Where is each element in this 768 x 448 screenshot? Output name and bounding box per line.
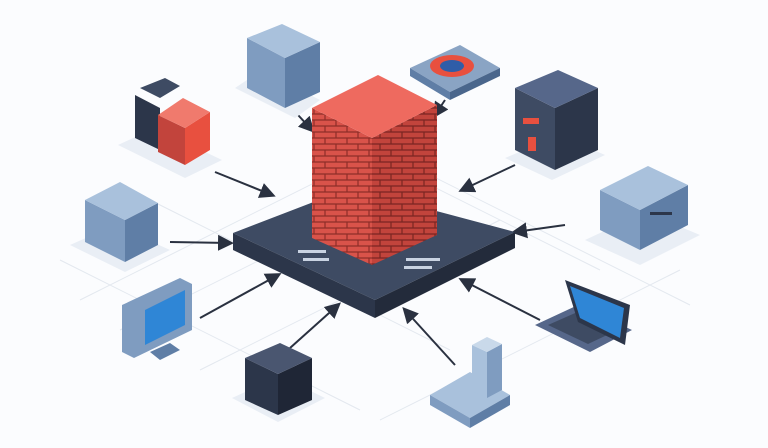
screen: [145, 290, 185, 345]
firewall-brick-tower: [312, 75, 437, 265]
arrow: [511, 222, 566, 239]
arrow: [214, 171, 276, 198]
arrow: [297, 114, 315, 133]
arrow: [458, 164, 516, 193]
arrow: [289, 302, 341, 349]
red-appliance: [118, 78, 222, 178]
arrow: [199, 273, 282, 319]
screen: [570, 286, 624, 338]
arrow: [402, 307, 456, 366]
router-pad: [410, 45, 500, 100]
storage-server-right: [585, 166, 700, 265]
dark-server-box: [232, 343, 325, 422]
rack-server-top-left: [235, 24, 320, 118]
arrow: [458, 278, 541, 321]
desktop-monitor: [122, 278, 192, 360]
tower-server: [505, 70, 605, 180]
stacked-blocks: [430, 337, 510, 428]
storage-server-left: [70, 182, 170, 272]
laptop: [535, 280, 632, 352]
arrow: [169, 234, 234, 251]
